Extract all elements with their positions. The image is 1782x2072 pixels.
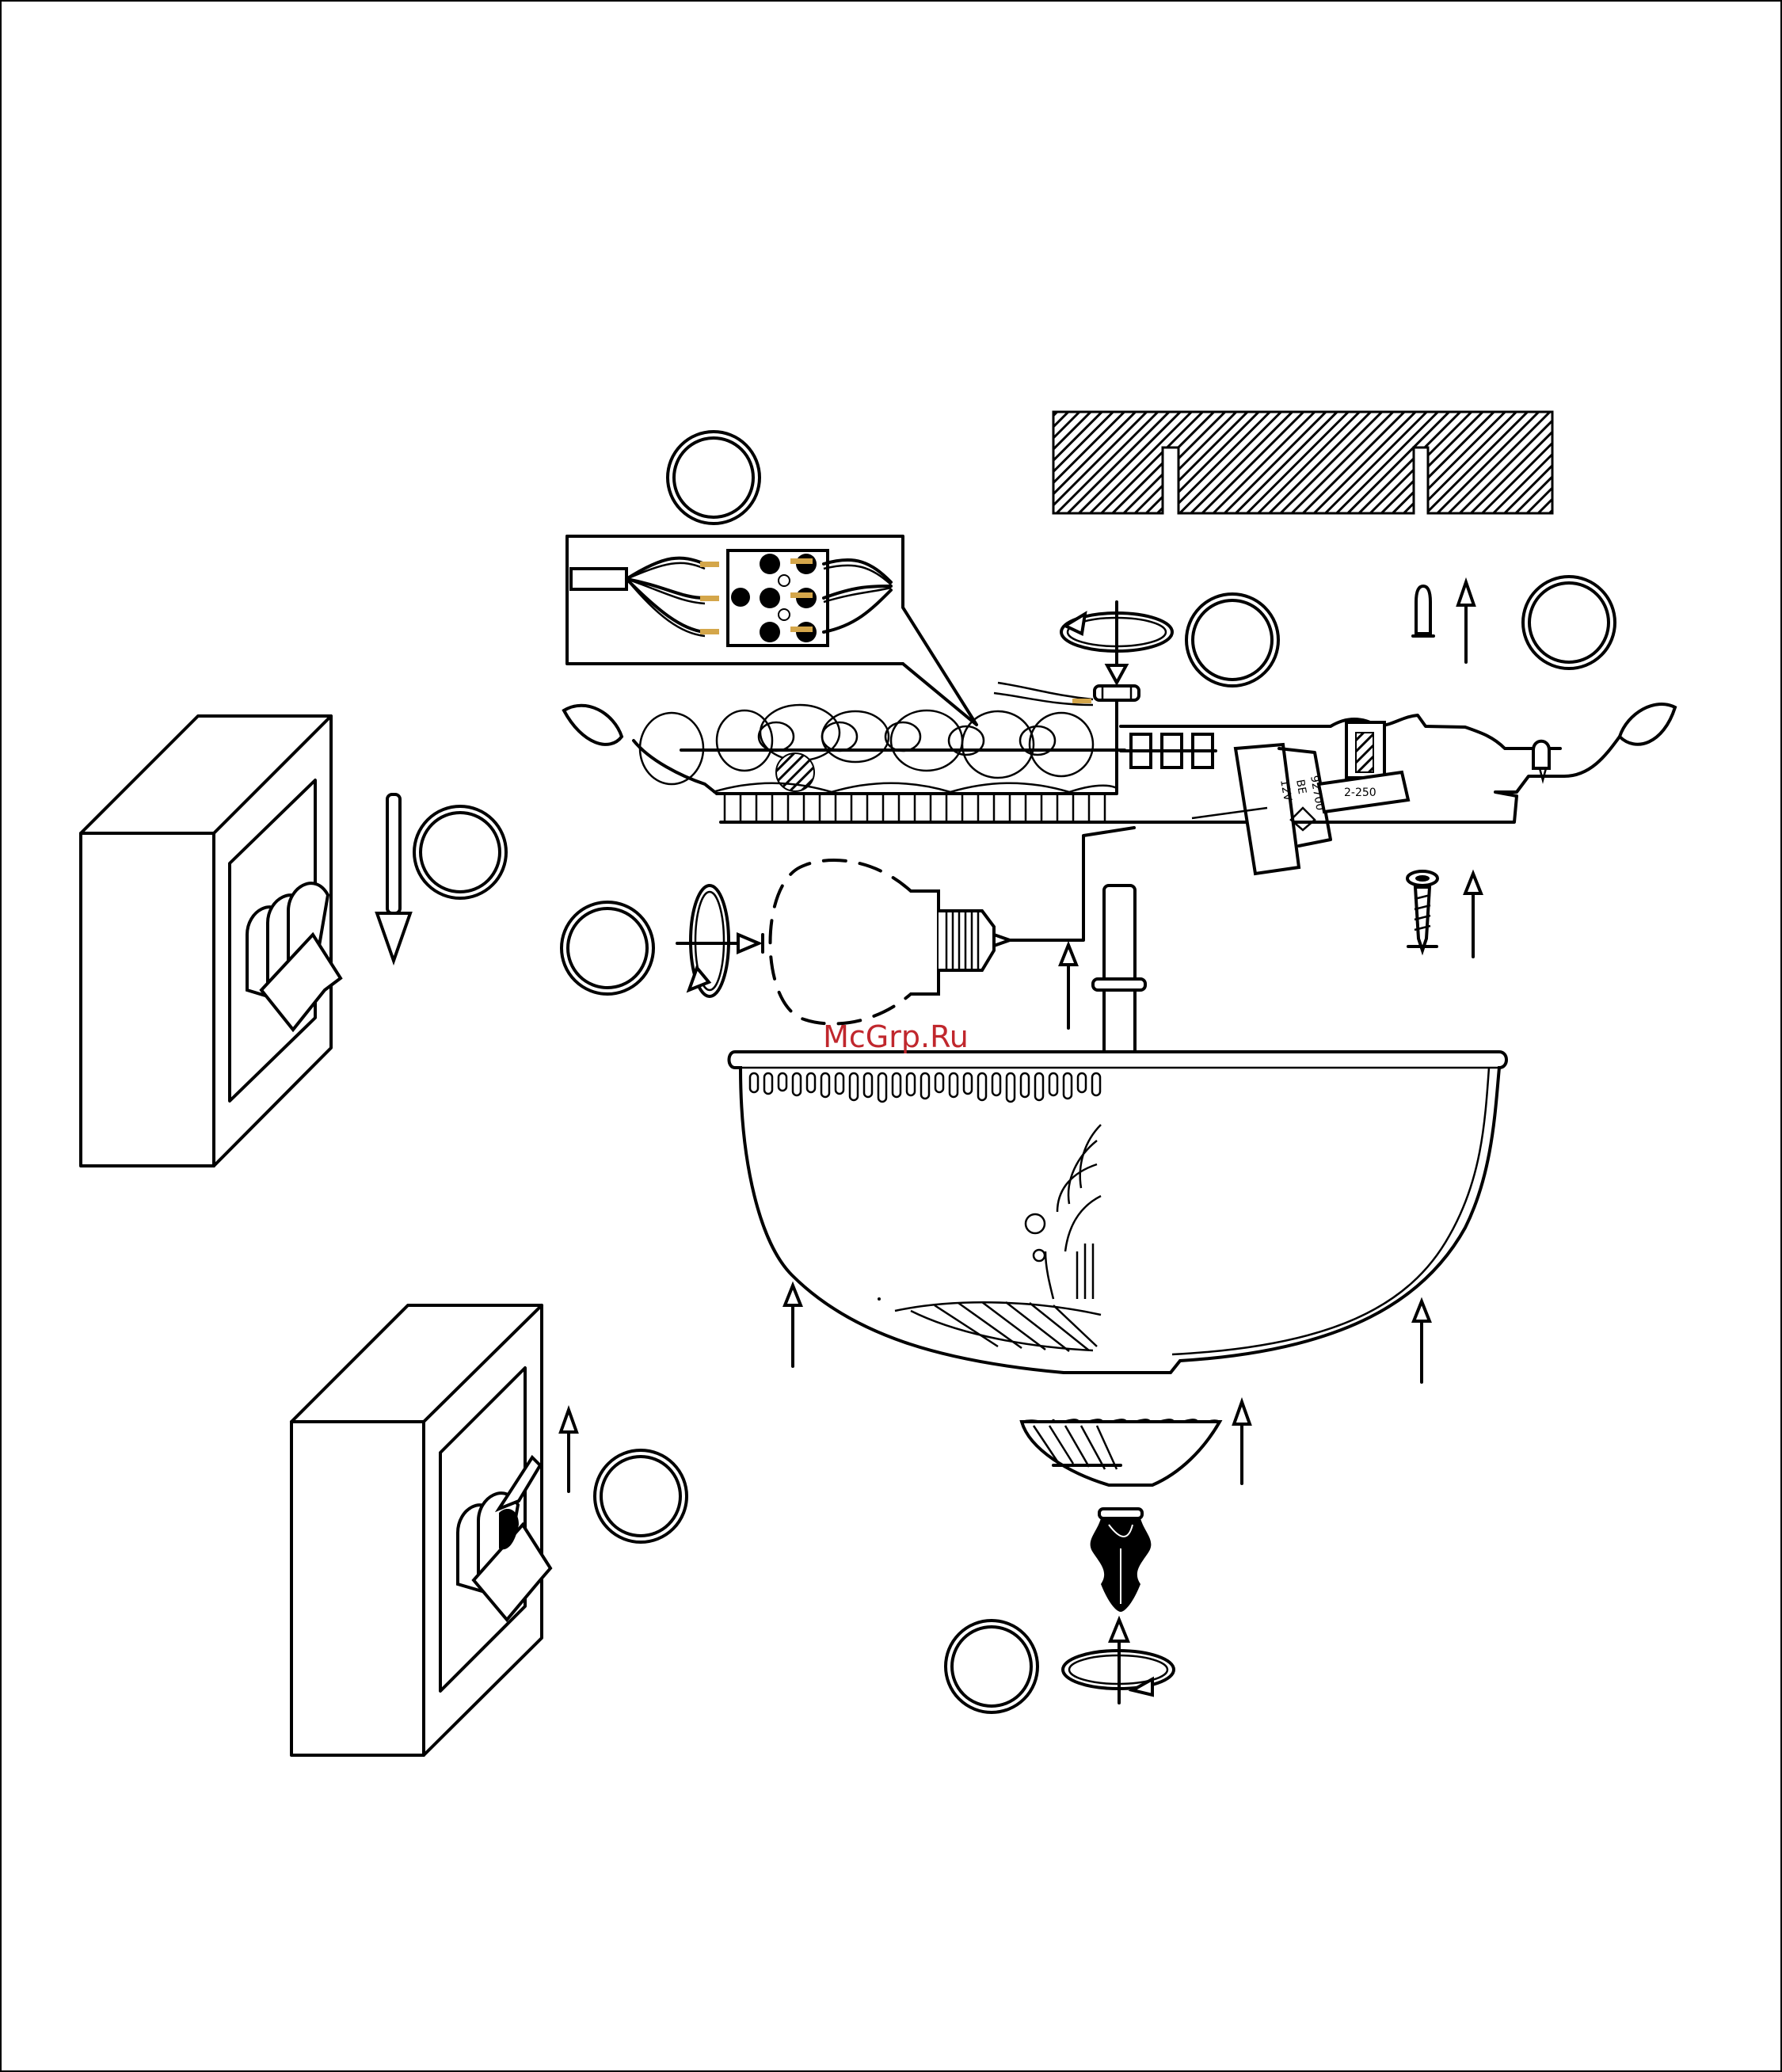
step-circle-nut xyxy=(1186,594,1278,686)
up-arrow-icon xyxy=(1234,1402,1250,1484)
step-circle-bulb xyxy=(562,902,653,994)
down-arrow-icon xyxy=(377,794,410,961)
wall-switch-icon xyxy=(291,1305,550,1755)
step-circle-terminal xyxy=(668,432,760,524)
rotate-arrow-icon xyxy=(1061,602,1172,683)
up-arrow-icon xyxy=(561,1410,577,1491)
svg-text:92700: 92700 xyxy=(1308,775,1326,812)
terminal-block-icon xyxy=(567,536,977,725)
up-arrow-icon xyxy=(1060,945,1076,1028)
step-circle-finial xyxy=(946,1621,1038,1712)
canopy-plate xyxy=(564,704,1675,822)
rotate-arrow-icon xyxy=(677,886,763,996)
ceiling-hatch-icon xyxy=(1053,412,1552,513)
step-circle-switch-on xyxy=(595,1450,687,1542)
watermark: McGrp.Ru xyxy=(823,1019,969,1054)
transformer-icon: BE 92700 12V 2-250 xyxy=(1192,722,1408,874)
up-arrow-icon xyxy=(1465,874,1481,957)
svg-text:BE: BE xyxy=(1293,779,1308,795)
up-arrow-icon xyxy=(785,1285,801,1366)
screw-icon xyxy=(1407,871,1437,950)
step-circle-switch-off xyxy=(414,806,506,898)
step-circle-dowel xyxy=(1523,577,1615,668)
svg-text:2-250: 2-250 xyxy=(1344,787,1376,799)
up-arrow-icon xyxy=(1458,582,1474,662)
rotate-arrow-icon xyxy=(1063,1620,1174,1703)
light-bulb-icon xyxy=(771,828,1135,1024)
wall-switch-icon xyxy=(81,716,341,1166)
bottom-cup xyxy=(1022,1419,1220,1485)
wall-plug-icon xyxy=(1413,586,1434,636)
up-arrow-icon xyxy=(1414,1301,1430,1382)
finial-icon xyxy=(1091,1509,1152,1612)
glass-bowl-icon xyxy=(729,1052,1507,1373)
